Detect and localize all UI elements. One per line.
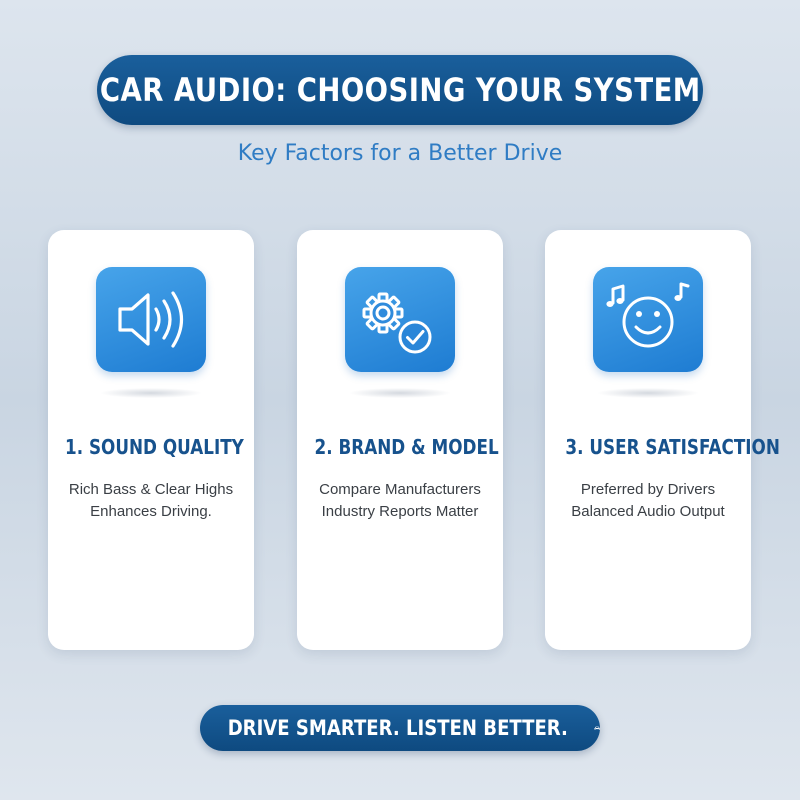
tagline-banner: DRIVE SMARTER. LISTEN BETTER. xyxy=(200,705,600,751)
card-title: 1. SOUND QUALITY xyxy=(65,435,244,459)
card-description-line: Preferred by Drivers xyxy=(580,481,716,498)
speaker-icon xyxy=(118,291,184,348)
tagline-text: DRIVE SMARTER. LISTEN BETTER. xyxy=(227,716,568,740)
car-icon xyxy=(593,726,600,730)
factor-card-user-satisfaction: 3. USER SATISFACTION Preferred by Driver… xyxy=(545,230,780,650)
card-description-line: Balanced Audio Output xyxy=(571,503,725,520)
icon-tile xyxy=(96,267,206,372)
icon-shadow xyxy=(101,388,201,398)
icon-tile xyxy=(345,267,455,372)
card-description-line: Rich Bass & Clear Highs xyxy=(68,481,234,498)
icon-shadow xyxy=(350,388,450,398)
icon-tile xyxy=(593,267,703,372)
card-description-line: Enhances Driving. xyxy=(90,503,212,520)
card-description-line: Compare Manufacturers xyxy=(319,481,481,498)
title-banner: CAR AUDIO: CHOOSING YOUR SYSTEM xyxy=(97,55,703,125)
card-description-line: Industry Reports Matter xyxy=(321,503,479,520)
card-title: 3. USER SATISFACTION xyxy=(565,435,780,459)
gear-check-icon xyxy=(362,292,432,354)
factor-card-sound-quality: 1. SOUND QUALITY Rich Bass & Clear Highs… xyxy=(48,230,254,650)
icon-shadow xyxy=(598,388,698,398)
smiley-music-icon xyxy=(606,282,690,348)
factor-card-brand-model: 2. BRAND & MODEL Compare Manufacturers I… xyxy=(297,230,503,650)
page-title: CAR AUDIO: CHOOSING YOUR SYSTEM xyxy=(99,71,701,109)
card-title: 2. BRAND & MODEL xyxy=(314,435,499,459)
page-subtitle: Key Factors for a Better Drive xyxy=(237,141,563,166)
